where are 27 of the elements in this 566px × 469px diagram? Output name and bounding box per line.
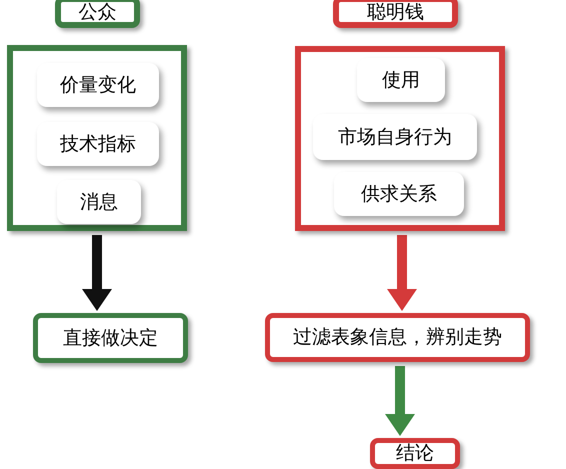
box-label: 供求关系 xyxy=(361,184,437,204)
arrow xyxy=(387,235,417,311)
box-label: 公众 xyxy=(78,2,116,22)
box-label: 市场自身行为 xyxy=(338,128,452,146)
process-box xyxy=(265,313,530,362)
frame-box xyxy=(7,45,187,231)
process-box xyxy=(55,0,140,28)
arrow xyxy=(82,235,112,311)
process-box xyxy=(370,438,460,469)
box-label: 使用 xyxy=(382,70,420,90)
box-label: 价量变化 xyxy=(60,76,136,94)
box-label: 消息 xyxy=(80,192,118,212)
process-box xyxy=(37,63,159,107)
process-box xyxy=(57,180,141,224)
arrow xyxy=(385,366,415,436)
process-box xyxy=(33,313,188,363)
box-label: 聪明钱 xyxy=(367,2,424,22)
box-label: 结论 xyxy=(396,444,434,463)
box-label: 技术指标 xyxy=(60,134,136,154)
process-box xyxy=(334,172,464,216)
process-box xyxy=(357,58,445,102)
process-box xyxy=(37,122,159,166)
process-box xyxy=(313,114,477,160)
process-box xyxy=(333,0,458,28)
box-label: 过滤表象信息，辨别走势 xyxy=(293,328,502,347)
frame-box xyxy=(295,46,505,231)
box-label: 直接做决定 xyxy=(63,328,158,348)
